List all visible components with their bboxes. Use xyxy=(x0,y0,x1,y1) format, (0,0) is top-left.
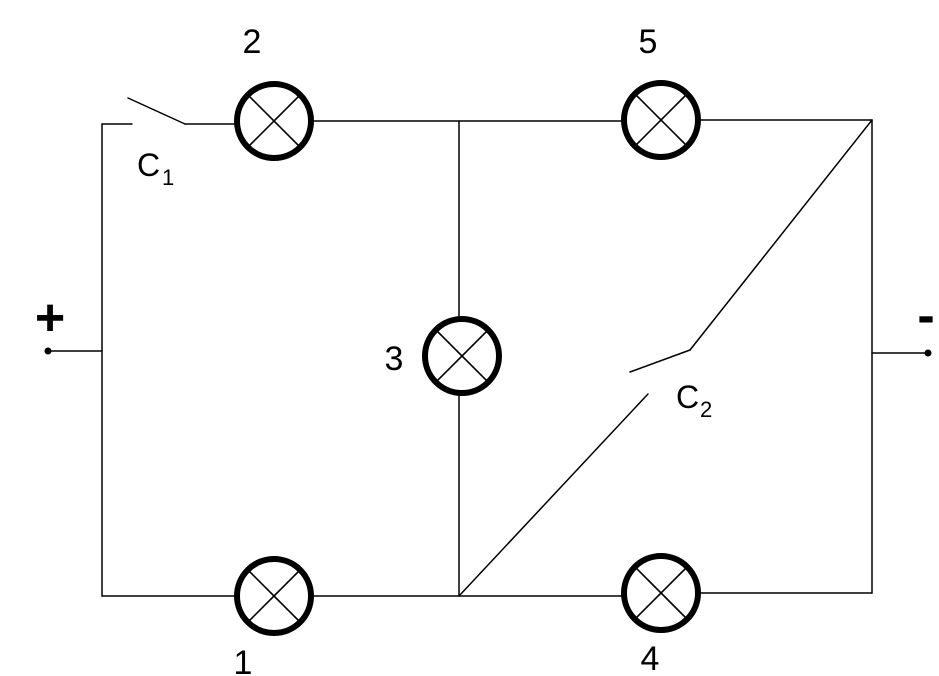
lamp-3 xyxy=(422,316,502,396)
lamp-2 xyxy=(234,81,314,161)
lamp-1 xyxy=(234,556,314,636)
switch-c1-blade xyxy=(127,97,186,125)
positive-terminal-node xyxy=(44,347,52,355)
lamp-5-label: 5 xyxy=(639,23,658,61)
top-branch-wires xyxy=(101,119,873,125)
negative-terminal-label: - xyxy=(917,287,934,345)
lamp-2-label: 2 xyxy=(243,23,262,61)
lamp-3-label: 3 xyxy=(385,340,404,378)
switch-c2-letter: C xyxy=(676,379,699,415)
switch-c2-index: 2 xyxy=(700,397,712,422)
switch-c2-blade xyxy=(629,349,691,373)
bottom-branch-wires xyxy=(101,592,873,597)
switch-c1-index: 1 xyxy=(162,165,174,190)
positive-terminal-label: + xyxy=(35,289,65,347)
left-wires xyxy=(44,123,103,597)
switch-c1-letter: C xyxy=(137,147,160,183)
lamp-1-label: 1 xyxy=(234,644,253,676)
negative-terminal-node xyxy=(924,349,932,357)
lamp-4 xyxy=(621,553,701,633)
diagonal-branch-wires xyxy=(458,119,873,597)
switch-c2-label: C 2 xyxy=(676,379,712,422)
switch-c1-label: C 1 xyxy=(137,147,174,190)
lamp-4-label: 4 xyxy=(641,640,660,676)
right-wires xyxy=(871,119,932,594)
lamp-5 xyxy=(621,80,701,160)
